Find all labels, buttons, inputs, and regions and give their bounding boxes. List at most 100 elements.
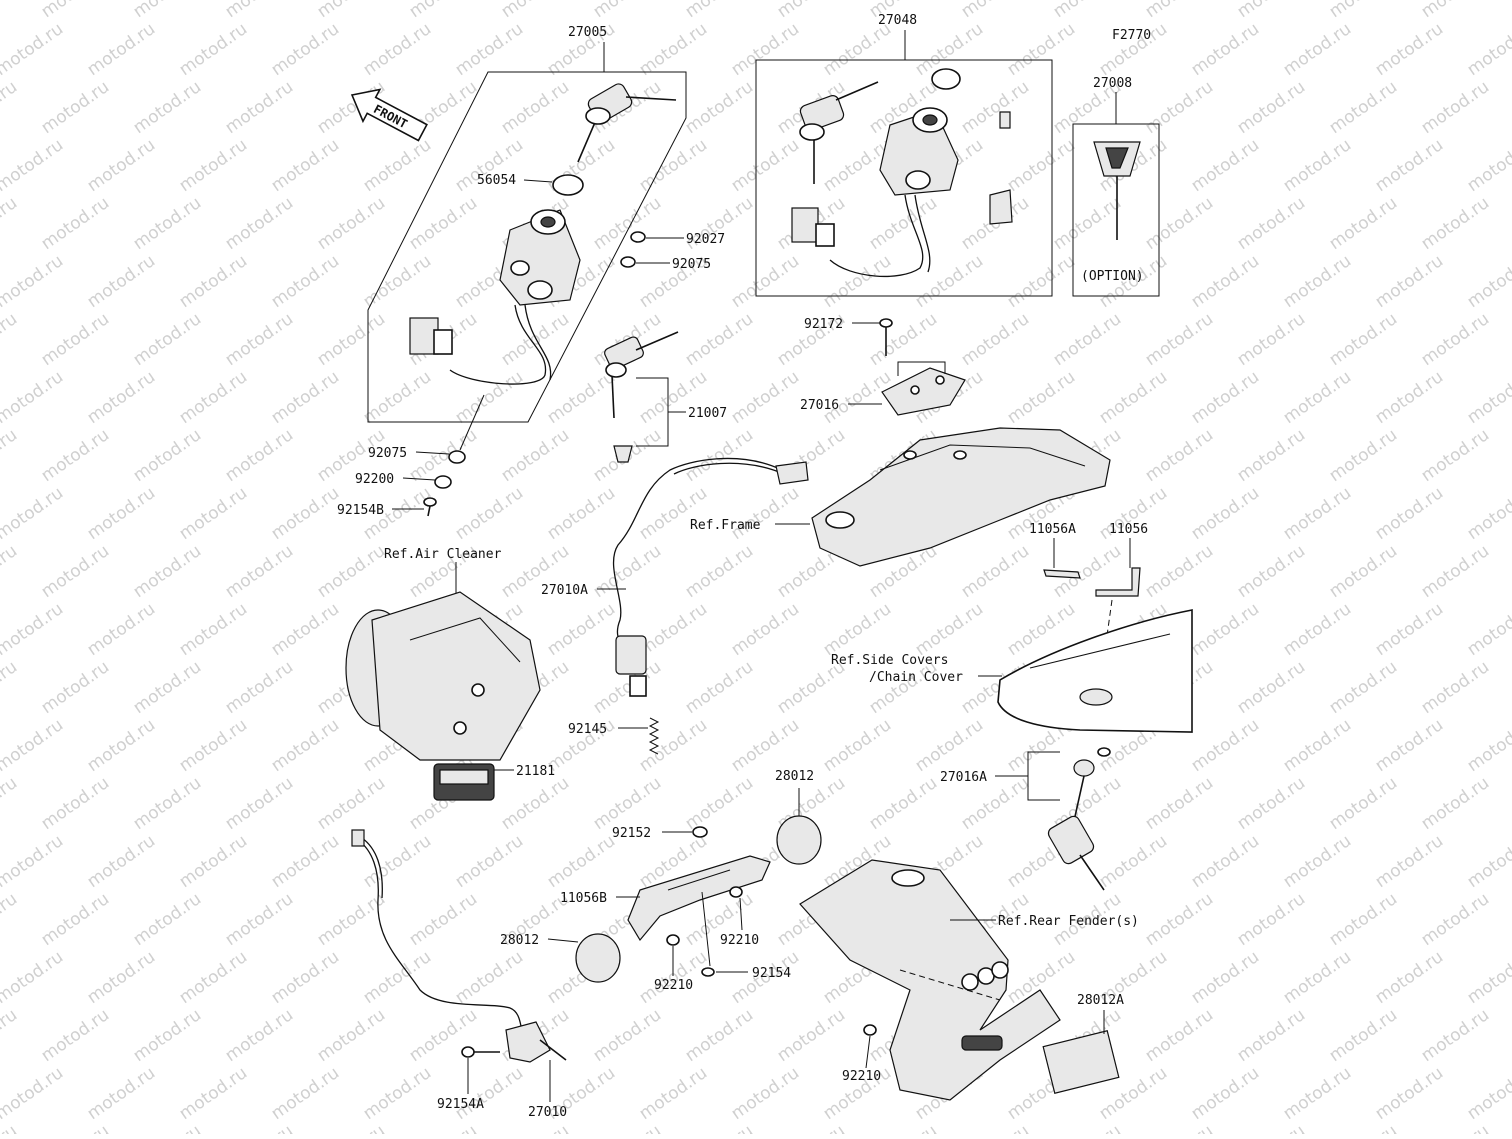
- watermark-text: motod.ru: [1096, 367, 1171, 428]
- watermark-text: motod.ru: [1004, 251, 1079, 312]
- watermark-text: motod.ru: [1142, 193, 1217, 254]
- watermark-text: motod.ru: [774, 1005, 849, 1066]
- lock-27016a-icon: [1047, 747, 1111, 891]
- watermark-text: motod.ru: [176, 135, 251, 196]
- watermark-text: motod.ru: [1280, 715, 1355, 776]
- nut-92210-c-icon: [863, 1024, 877, 1036]
- watermark-text: motod.ru: [360, 831, 435, 892]
- watermark-text: motod.ru: [1464, 831, 1512, 892]
- watermark-text: motod.ru: [1050, 0, 1125, 22]
- watermark-text: motod.ru: [1188, 19, 1263, 80]
- label-21007: 21007: [688, 406, 727, 421]
- watermark-text: motod.ru: [268, 831, 343, 892]
- watermark-text: motod.ru: [958, 309, 1033, 370]
- watermark-text: motod.ru: [176, 367, 251, 428]
- label-92210-c: 92210: [842, 1069, 881, 1084]
- watermark-text: motod.ru: [498, 77, 573, 138]
- watermark-text: motod.ru: [0, 773, 21, 834]
- watermark-text: motod.ru: [360, 367, 435, 428]
- watermark-text: motod.ru: [1464, 19, 1512, 80]
- watermark-text: motod.ru: [84, 599, 159, 660]
- watermark-text: motod.ru: [130, 425, 205, 486]
- watermark-text: motod.ru: [268, 19, 343, 80]
- watermark-text: motod.ru: [176, 599, 251, 660]
- watermark-text: motod.ru: [360, 1063, 435, 1124]
- label-28012-a: 28012: [775, 769, 814, 784]
- watermark-text: motod.ru: [38, 1121, 113, 1134]
- watermark-text: motod.ru: [636, 1063, 711, 1124]
- watermark-text: motod.ru: [866, 193, 941, 254]
- watermark-text: motod.ru: [1188, 1063, 1263, 1124]
- label-ref-side-covers-1: Ref.Side Covers: [831, 653, 948, 668]
- watermark-text: motod.ru: [590, 773, 665, 834]
- watermark-text: motod.ru: [360, 947, 435, 1008]
- watermark-text: motod.ru: [728, 19, 803, 80]
- bracket-27016-icon: [881, 367, 966, 416]
- watermark-text: motod.ru: [84, 483, 159, 544]
- wire-27010: [357, 839, 523, 1031]
- watermark-text: motod.ru: [1096, 831, 1171, 892]
- watermark-text: motod.ru: [958, 77, 1033, 138]
- watermark-text: motod.ru: [1418, 773, 1493, 834]
- watermark-text: motod.ru: [0, 309, 21, 370]
- watermark-text: motod.ru: [544, 367, 619, 428]
- watermark-text: motod.ru: [406, 193, 481, 254]
- watermark-text: motod.ru: [38, 309, 113, 370]
- watermark-text: motod.ru: [1464, 599, 1512, 660]
- watermark-text: motod.ru: [1234, 309, 1309, 370]
- watermark-text: motod.ru: [682, 1005, 757, 1066]
- watermark-text: motod.ru: [1372, 483, 1447, 544]
- watermark-text: motod.ru: [38, 773, 113, 834]
- watermark-text: motod.ru: [1464, 715, 1512, 776]
- watermark-text: motod.ru: [1004, 135, 1079, 196]
- watermark-text: motod.ru: [452, 947, 527, 1008]
- group-27005-outline: [367, 71, 687, 423]
- watermark-text: motod.ru: [590, 193, 665, 254]
- lock-cylinder-icon: [989, 189, 1013, 225]
- watermark-text: motod.ru: [958, 541, 1033, 602]
- washer-92027-icon: [630, 231, 646, 243]
- watermark-text: motod.ru: [176, 19, 251, 80]
- label-92027: 92027: [686, 232, 725, 247]
- washer-27048-icon: [931, 68, 961, 90]
- watermark-text: motod.ru: [1188, 947, 1263, 1008]
- watermark-text: motod.ru: [0, 0, 21, 22]
- watermark-text: motod.ru: [0, 1063, 67, 1124]
- watermark-text: motod.ru: [176, 715, 251, 776]
- watermark-text: motod.ru: [0, 889, 21, 950]
- watermark-text: motod.ru: [38, 0, 113, 22]
- watermark-text: motod.ru: [268, 947, 343, 1008]
- watermark-text: motod.ru: [84, 19, 159, 80]
- watermark-text: motod.ru: [222, 425, 297, 486]
- label-27005: 27005: [568, 25, 607, 40]
- watermark-text: motod.ru: [1142, 1005, 1217, 1066]
- watermark-text: motod.ru: [1234, 773, 1309, 834]
- watermark-text: motod.ru: [1372, 251, 1447, 312]
- watermark-text: motod.ru: [222, 657, 297, 718]
- watermark-text: motod.ru: [1326, 889, 1401, 950]
- watermark-text: motod.ru: [636, 19, 711, 80]
- watermark-text: motod.ru: [728, 367, 803, 428]
- label-11056: 11056: [1109, 522, 1148, 537]
- watermark-text: motod.ru: [1188, 367, 1263, 428]
- watermark-text: motod.ru: [38, 657, 113, 718]
- watermark-text: motod.ru: [0, 599, 67, 660]
- label-92154: 92154: [752, 966, 791, 981]
- watermark-text: motod.ru: [1234, 193, 1309, 254]
- watermark-text: motod.ru: [682, 0, 757, 22]
- watermark-text: motod.ru: [1464, 483, 1512, 544]
- screw-92154a-icon: [461, 1046, 500, 1058]
- reflector-28012-a-icon: [776, 815, 822, 865]
- watermark-text: motod.ru: [1142, 889, 1217, 950]
- watermark-text: motod.ru: [314, 541, 389, 602]
- watermark-text: motod.ru: [820, 19, 895, 80]
- watermark-text: motod.ru: [1280, 831, 1355, 892]
- watermark-text: motod.ru: [222, 309, 297, 370]
- watermark-text: motod.ru: [1326, 309, 1401, 370]
- label-27016: 27016: [800, 398, 839, 413]
- watermark-text: motod.ru: [1372, 19, 1447, 80]
- watermark-text: motod.ru: [1372, 715, 1447, 776]
- watermark-text: motod.ru: [1142, 773, 1217, 834]
- watermark-text: motod.ru: [682, 773, 757, 834]
- label-ref-rear-fender: Ref.Rear Fender(s): [998, 914, 1139, 929]
